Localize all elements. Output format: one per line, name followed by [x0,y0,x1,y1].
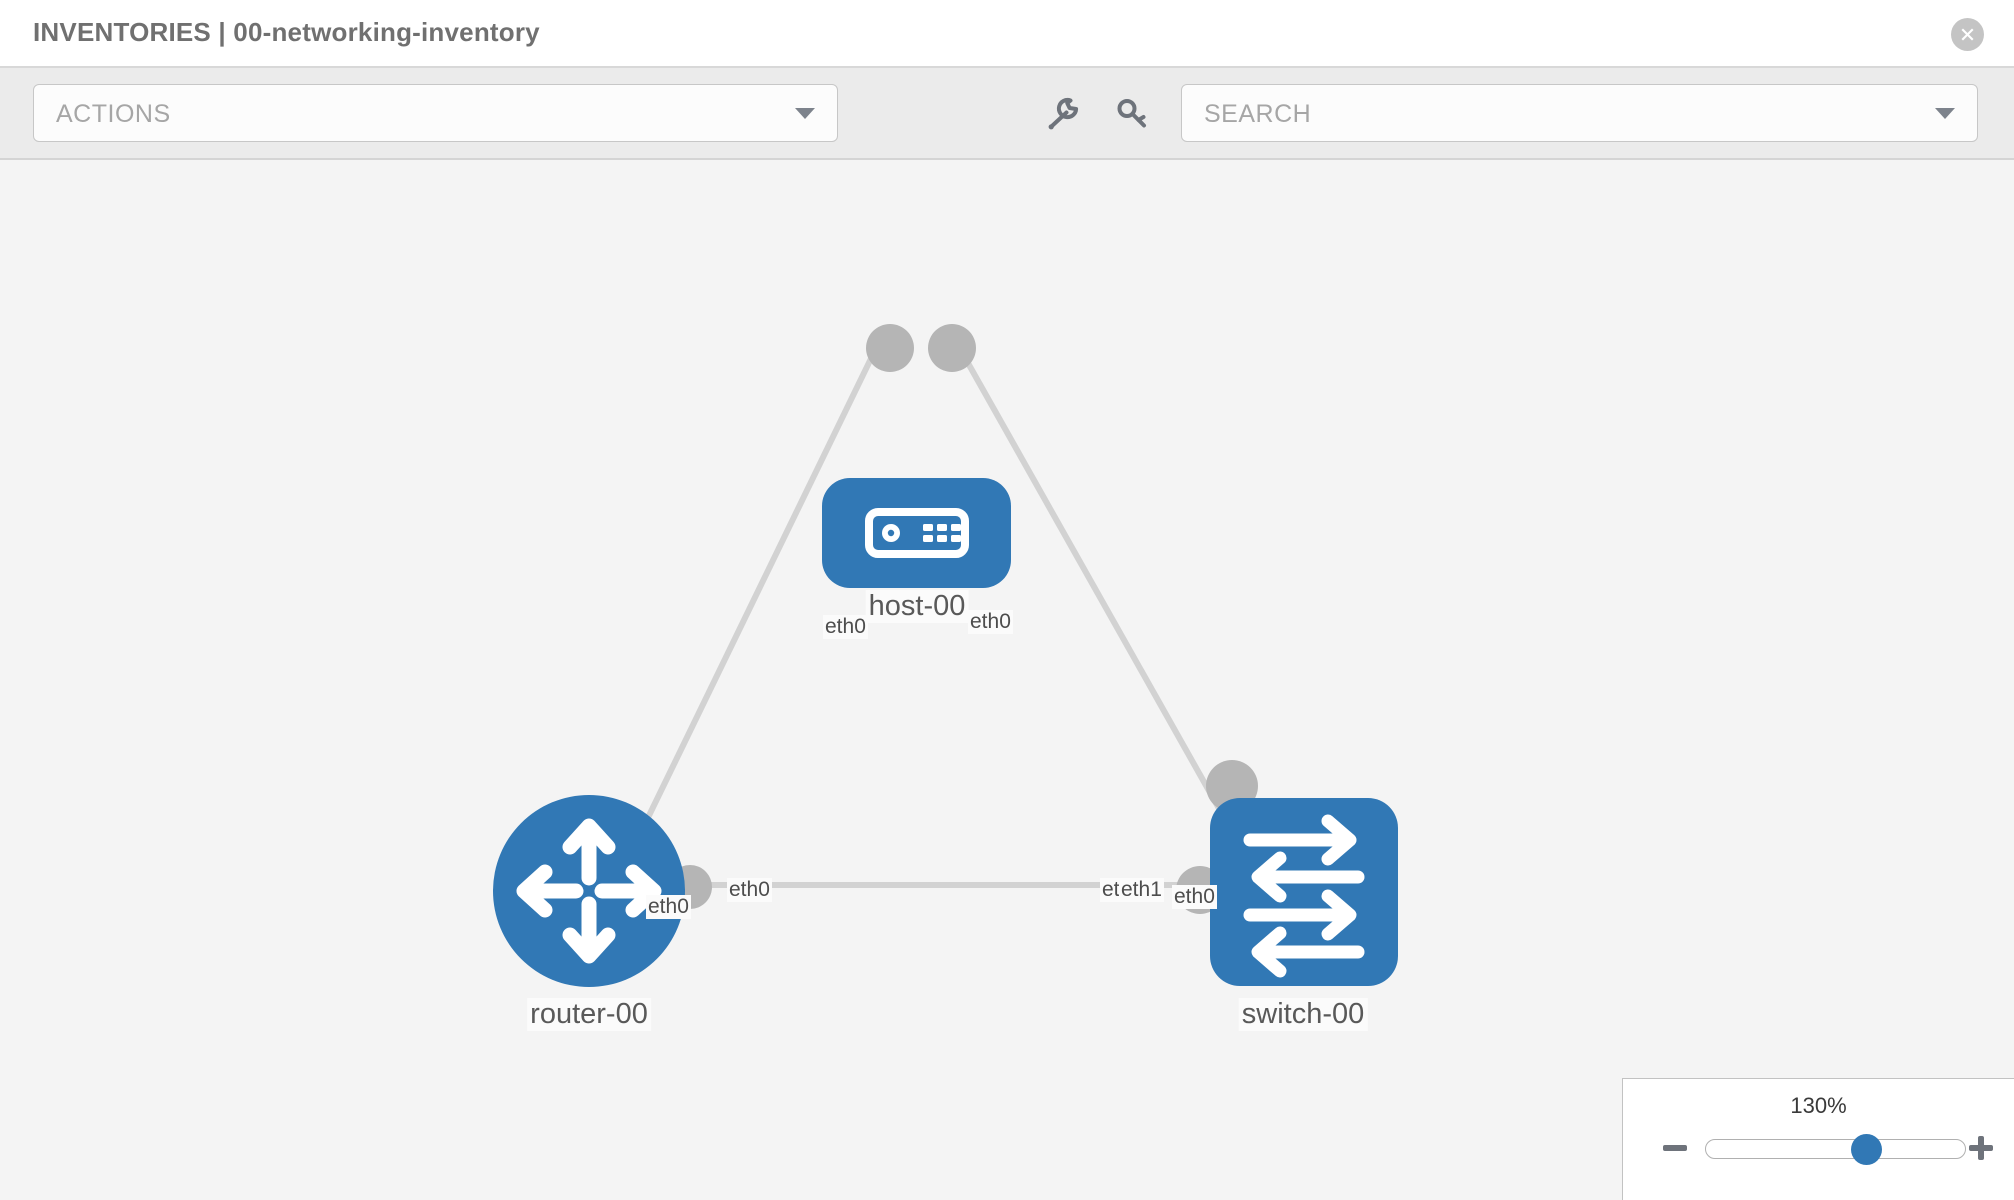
edge-label-router-eth0-trunk: eth0 [727,878,772,902]
search-input[interactable]: SEARCH [1181,84,1978,142]
zoom-slider[interactable] [1705,1133,1966,1165]
chevron-down-icon [795,108,815,119]
stub-host-left [866,324,914,372]
chevron-down-icon[interactable] [1935,108,1955,119]
minus-icon[interactable] [1660,1133,1690,1163]
search-placeholder: SEARCH [1204,100,1312,128]
edge-label-switch-eth1-trunk: eth1 [1119,878,1164,902]
zoom-slider-thumb[interactable] [1851,1133,1883,1165]
actions-dropdown-label: ACTIONS [56,100,171,128]
zoom-control-panel: 130% [1622,1078,2014,1200]
edge-host-switch [952,338,1251,862]
key-icon[interactable] [1112,94,1152,134]
edge-label-switch-eth0-uplink: eth0 [1172,885,1217,909]
close-icon[interactable] [1951,18,1984,51]
page-title: INVENTORIES | 00-networking-inventory [33,17,540,47]
stub-host-right [928,324,976,372]
actions-dropdown[interactable]: ACTIONS [33,84,838,142]
edge-label-host-eth0-right: eth0 [968,610,1013,634]
page-header: INVENTORIES | 00-networking-inventory [0,0,2014,68]
wrench-icon[interactable] [1043,94,1083,134]
toolbar: ACTIONS SEARCH [0,68,2014,160]
node-router-00 [493,795,685,987]
topology-canvas[interactable]: host-00 router-00 switch-00 eth0 eth0 et… [0,160,2014,1200]
edge-label-host-eth0-left: eth0 [823,615,868,639]
node-host-00 [822,478,1011,588]
zoom-level-label: 130% [1790,1093,1847,1118]
node-label-host-00: host-00 [865,590,969,623]
node-switch-00 [1210,798,1398,986]
plus-icon[interactable] [1966,1133,1996,1163]
node-label-router-00: router-00 [527,998,651,1031]
node-label-switch-00: switch-00 [1238,998,1368,1031]
edge-label-router-eth0-uplink: eth0 [646,895,691,919]
edge-host-router [622,338,883,867]
